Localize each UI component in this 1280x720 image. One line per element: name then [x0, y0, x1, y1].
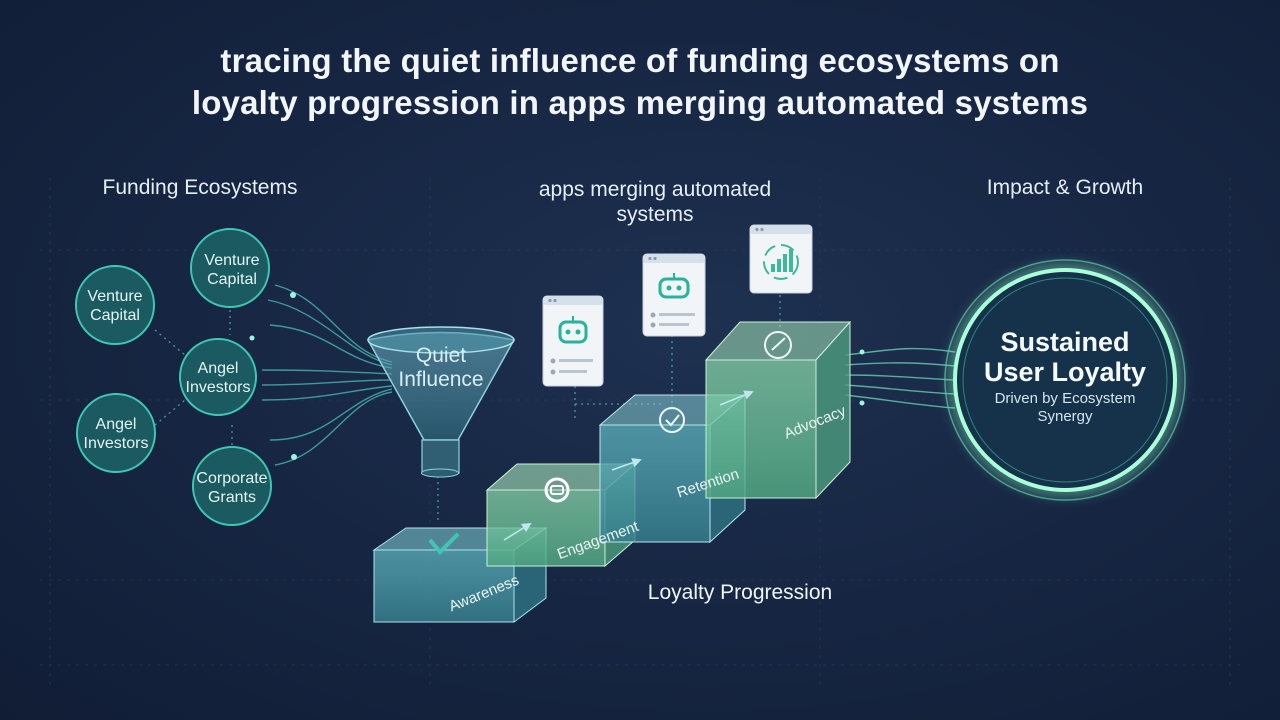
node-venture-capital-left [75, 265, 155, 345]
loyalty-circle-title-line-1: Sustained [1000, 327, 1130, 357]
page-title-line-1: tracing the quiet influence of funding e… [220, 42, 1060, 79]
funnel-label-line-1: Quiet [415, 344, 467, 367]
section-label-funding: Funding Ecosystems [102, 176, 298, 199]
funnel-label-line-2: Influence [398, 368, 484, 391]
node-corporate-grants [192, 446, 272, 526]
node-angel-investors-center [179, 338, 257, 416]
page-title-line-2: loyalty progression in apps merging auto… [191, 84, 1089, 121]
app-card-growth-chart [749, 224, 813, 294]
node-label-venture-capital-top: Venture Capital [182, 251, 282, 289]
loyalty-progression-label: Loyalty Progression [647, 581, 833, 604]
section-label-apps-line-1: apps merging automated [538, 178, 772, 201]
node-label-line: Investors [83, 435, 149, 452]
loyalty-circle-sub-line-2: Synergy [1037, 408, 1093, 425]
flow-lines-out [844, 347, 956, 409]
quiet-influence-funnel [366, 326, 516, 478]
node-venture-capital-top [190, 228, 270, 308]
section-label-apps-line-2: systems [616, 203, 694, 226]
node-label-line: Grants [207, 489, 256, 506]
node-links [154, 295, 781, 520]
node-label-line: Capital [207, 271, 257, 288]
flow-lines-in [261, 284, 393, 466]
loyalty-circle [943, 258, 1187, 502]
node-label-line: Venture [87, 288, 143, 305]
node-label-line: Capital [90, 307, 140, 324]
node-label-line: Angel [95, 416, 137, 433]
funding-nodes [75, 228, 272, 526]
glow-dots [249, 292, 865, 460]
app-card-chatbot-2 [642, 253, 706, 337]
node-label-line: Angel [197, 360, 239, 377]
node-label-line: Venture [204, 252, 260, 269]
node-label-corporate-grants: Corporate Grants [182, 469, 282, 507]
node-angel-investors-left [76, 393, 156, 473]
loyalty-circle-title-line-2: User Loyalty [983, 357, 1147, 387]
app-card-chatbot-1 [542, 295, 604, 387]
loyalty-circle-text: Sustained User Loyalty Driven by Ecosyst… [975, 327, 1155, 426]
node-label-angel-investors-left: Angel Investors [66, 415, 166, 453]
node-label-line: Investors [185, 379, 251, 396]
node-label-venture-capital-left: Venture Capital [65, 287, 165, 325]
section-label-apps: apps merging automated systems [500, 177, 810, 227]
step-cube-advocacy [704, 320, 852, 500]
section-label-impact: Impact & Growth [986, 176, 1144, 199]
node-label-line: Corporate [196, 470, 268, 487]
funnel-label: Quiet Influence [376, 344, 506, 392]
loyalty-circle-sub-line-1: Driven by Ecosystem [994, 390, 1136, 407]
step-arrows [503, 390, 754, 541]
node-label-angel-investors-center: Angel Investors [168, 359, 268, 397]
